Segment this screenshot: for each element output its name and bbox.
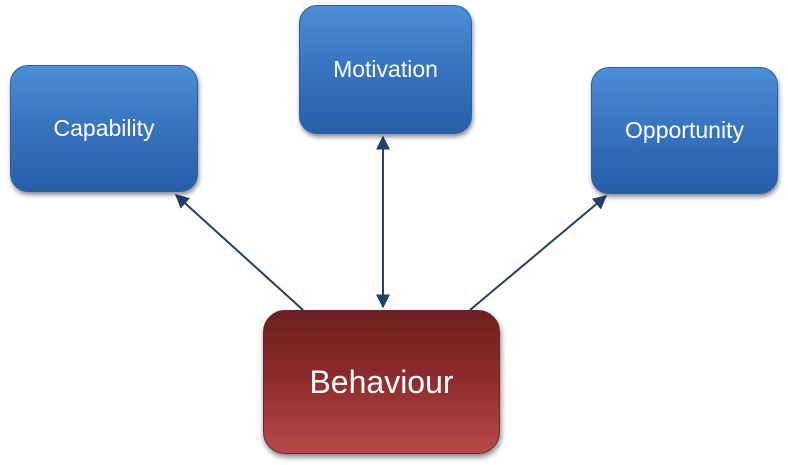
capability-box: Capability — [10, 65, 198, 192]
motivation-label: Motivation — [333, 56, 438, 82]
arrow-behaviour-to-opportunity — [469, 195, 608, 311]
opportunity-label: Opportunity — [625, 117, 744, 143]
motivation-box: Motivation — [299, 5, 472, 134]
capability-label: Capability — [53, 115, 155, 141]
opportunity-box: Opportunity — [591, 67, 778, 194]
behaviour-box: Behaviour — [263, 310, 500, 454]
arrow-behaviour-to-capability — [174, 194, 304, 311]
behaviour-label: Behaviour — [309, 363, 454, 400]
